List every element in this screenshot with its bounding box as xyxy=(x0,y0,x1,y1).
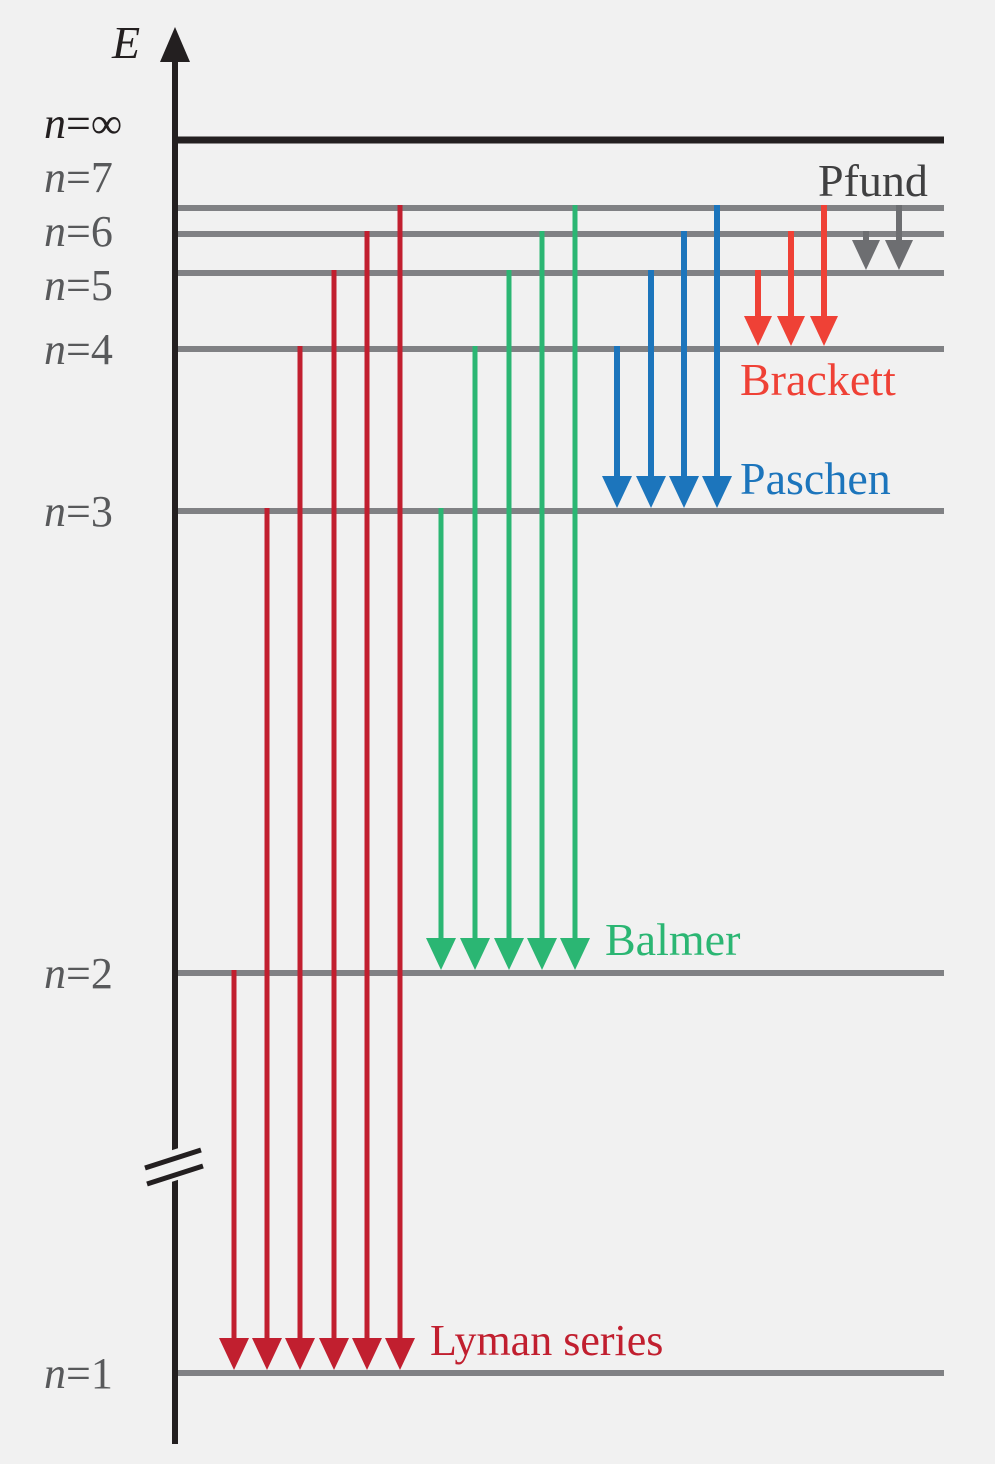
level-label-value: =1 xyxy=(66,1349,113,1398)
series-label: Balmer xyxy=(605,914,740,965)
energy-axis: E xyxy=(111,17,213,1444)
arrowhead-icon xyxy=(385,1338,415,1370)
level-label: n=∞ xyxy=(44,99,122,148)
arrowhead-icon xyxy=(810,316,838,346)
level-label: n=6 xyxy=(44,207,113,256)
level-label-n: n xyxy=(44,153,66,202)
level-label: n=4 xyxy=(44,325,113,374)
arrowhead-icon xyxy=(669,476,699,508)
arrowhead-icon xyxy=(352,1338,382,1370)
level-label-value: =7 xyxy=(66,153,113,202)
arrowhead-icon xyxy=(252,1338,282,1370)
level-label-n: n xyxy=(44,325,66,374)
series-lyman xyxy=(219,205,415,1370)
level-label: n=1 xyxy=(44,1349,113,1398)
arrowhead-icon xyxy=(426,938,456,970)
level-label-value: =∞ xyxy=(66,99,122,148)
level-label-n: n xyxy=(44,949,66,998)
arrowhead-icon xyxy=(852,240,880,270)
level-label-value: =2 xyxy=(66,949,113,998)
series-brackett xyxy=(744,205,838,346)
series-label: Pfund xyxy=(818,155,928,206)
arrowhead-icon xyxy=(744,316,772,346)
axis-break-icon xyxy=(137,1139,213,1191)
series-pfund xyxy=(852,205,913,270)
arrowhead-icon xyxy=(527,938,557,970)
level-label-value: =4 xyxy=(66,325,113,374)
level-label-n: n xyxy=(44,207,66,256)
series-label: Lyman series xyxy=(430,1316,663,1365)
level-label-n: n xyxy=(44,1349,66,1398)
level-label: n=7 xyxy=(44,153,113,202)
arrowhead-icon xyxy=(636,476,666,508)
arrowhead-icon xyxy=(560,938,590,970)
series-label: Brackett xyxy=(740,354,896,405)
arrowhead-icon xyxy=(460,938,490,970)
level-label-n: n xyxy=(44,99,66,148)
level-label-value: =6 xyxy=(66,207,113,256)
arrowhead-icon xyxy=(319,1338,349,1370)
level-label: n=3 xyxy=(44,487,113,536)
arrowhead-icon xyxy=(219,1338,249,1370)
arrowhead-icon xyxy=(494,938,524,970)
level-label-n: n xyxy=(44,487,66,536)
arrowhead-icon xyxy=(285,1338,315,1370)
axis-arrowhead-icon xyxy=(160,27,190,62)
arrowhead-icon xyxy=(777,316,805,346)
level-label-value: =3 xyxy=(66,487,113,536)
level-label-n: n xyxy=(44,261,66,310)
arrowhead-icon xyxy=(702,476,732,508)
axis-label: E xyxy=(111,17,140,68)
series-paschen xyxy=(602,205,732,508)
level-label-value: =5 xyxy=(66,261,113,310)
series-balmer xyxy=(426,205,590,970)
arrowhead-icon xyxy=(602,476,632,508)
level-label: n=5 xyxy=(44,261,113,310)
arrowhead-icon xyxy=(885,240,913,270)
series-label: Paschen xyxy=(740,453,891,504)
level-label: n=2 xyxy=(44,949,113,998)
